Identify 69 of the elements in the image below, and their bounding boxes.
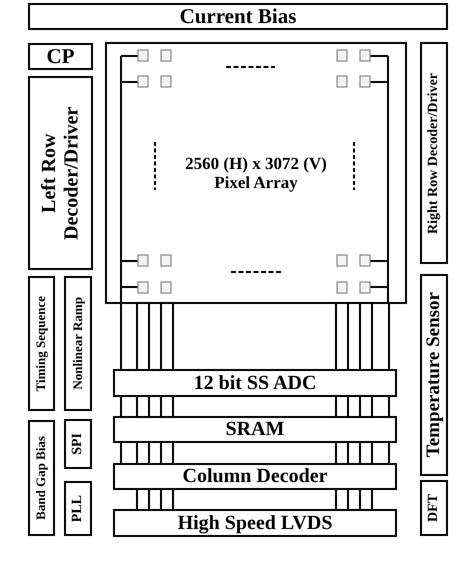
bus-line <box>347 443 349 463</box>
bus-line <box>148 397 150 416</box>
circuit-block <box>28 3 448 30</box>
bus-line <box>120 397 122 416</box>
block-label: Timing Sequence <box>34 296 49 392</box>
bus-line <box>335 304 337 369</box>
bus-line <box>359 304 361 369</box>
circuit-block <box>113 463 397 490</box>
bus-line <box>335 443 337 463</box>
block-label: Nonlinear Ramp <box>70 297 86 390</box>
bus-line <box>160 304 162 369</box>
block-label: SRAM <box>226 418 284 441</box>
bus-line <box>335 397 337 416</box>
block-label: SPI <box>70 433 86 455</box>
circuit-block <box>28 43 93 70</box>
block-label: Left Row Decoder/Driver <box>38 105 83 242</box>
block-label: Temperature Sensor <box>423 292 445 458</box>
circuit-block <box>420 480 448 536</box>
bus-line <box>172 490 174 509</box>
bus-line <box>359 490 361 509</box>
circuit-block <box>420 274 448 476</box>
bus-line <box>148 443 150 463</box>
bus-line <box>347 490 349 509</box>
bus-line <box>359 397 361 416</box>
circuit-block <box>28 420 55 536</box>
bus-line <box>160 397 162 416</box>
block-label: CP <box>46 44 74 68</box>
bus-line <box>371 397 373 416</box>
bus-line <box>160 443 162 463</box>
block-label: Right Row Decoder/Driver <box>426 72 442 234</box>
circuit-block <box>28 76 93 270</box>
bus-line <box>359 443 361 463</box>
bus-line <box>335 490 337 509</box>
bus-line <box>136 490 138 509</box>
bus-line <box>148 490 150 509</box>
circuit-block <box>28 276 55 411</box>
circuit-block <box>64 276 92 411</box>
bus-line <box>136 443 138 463</box>
bus-line <box>388 304 390 369</box>
bus-line <box>371 443 373 463</box>
block-label: 12 bit SS ADC <box>194 372 316 394</box>
bus-line <box>347 397 349 416</box>
bus-line <box>120 443 122 463</box>
block-label: Column Decoder <box>182 465 328 488</box>
block-label: Band Gap Bias <box>34 436 49 520</box>
bus-line <box>148 304 150 369</box>
bus-line <box>172 304 174 369</box>
bus-line <box>371 304 373 369</box>
bus-line <box>172 443 174 463</box>
circuit-block <box>113 509 397 537</box>
block-label: Current Bias <box>180 4 296 28</box>
bus-line <box>136 397 138 416</box>
bus-line <box>172 397 174 416</box>
block-label: 2560 (H) x 3072 (V) Pixel Array <box>184 154 328 192</box>
circuit-block <box>64 481 92 536</box>
block-label: DFT <box>426 494 442 522</box>
bus-line <box>120 304 122 369</box>
bus-line <box>371 490 373 509</box>
bus-line <box>388 443 390 463</box>
bus-line <box>136 304 138 369</box>
block-label: High Speed LVDS <box>178 512 332 534</box>
bus-line <box>347 304 349 369</box>
circuit-block <box>113 369 397 397</box>
bus-line <box>388 397 390 416</box>
circuit-block <box>64 419 92 469</box>
block-label: PLL <box>70 494 86 522</box>
circuit-block <box>420 42 448 264</box>
circuit-block <box>113 416 397 443</box>
bus-line <box>160 490 162 509</box>
